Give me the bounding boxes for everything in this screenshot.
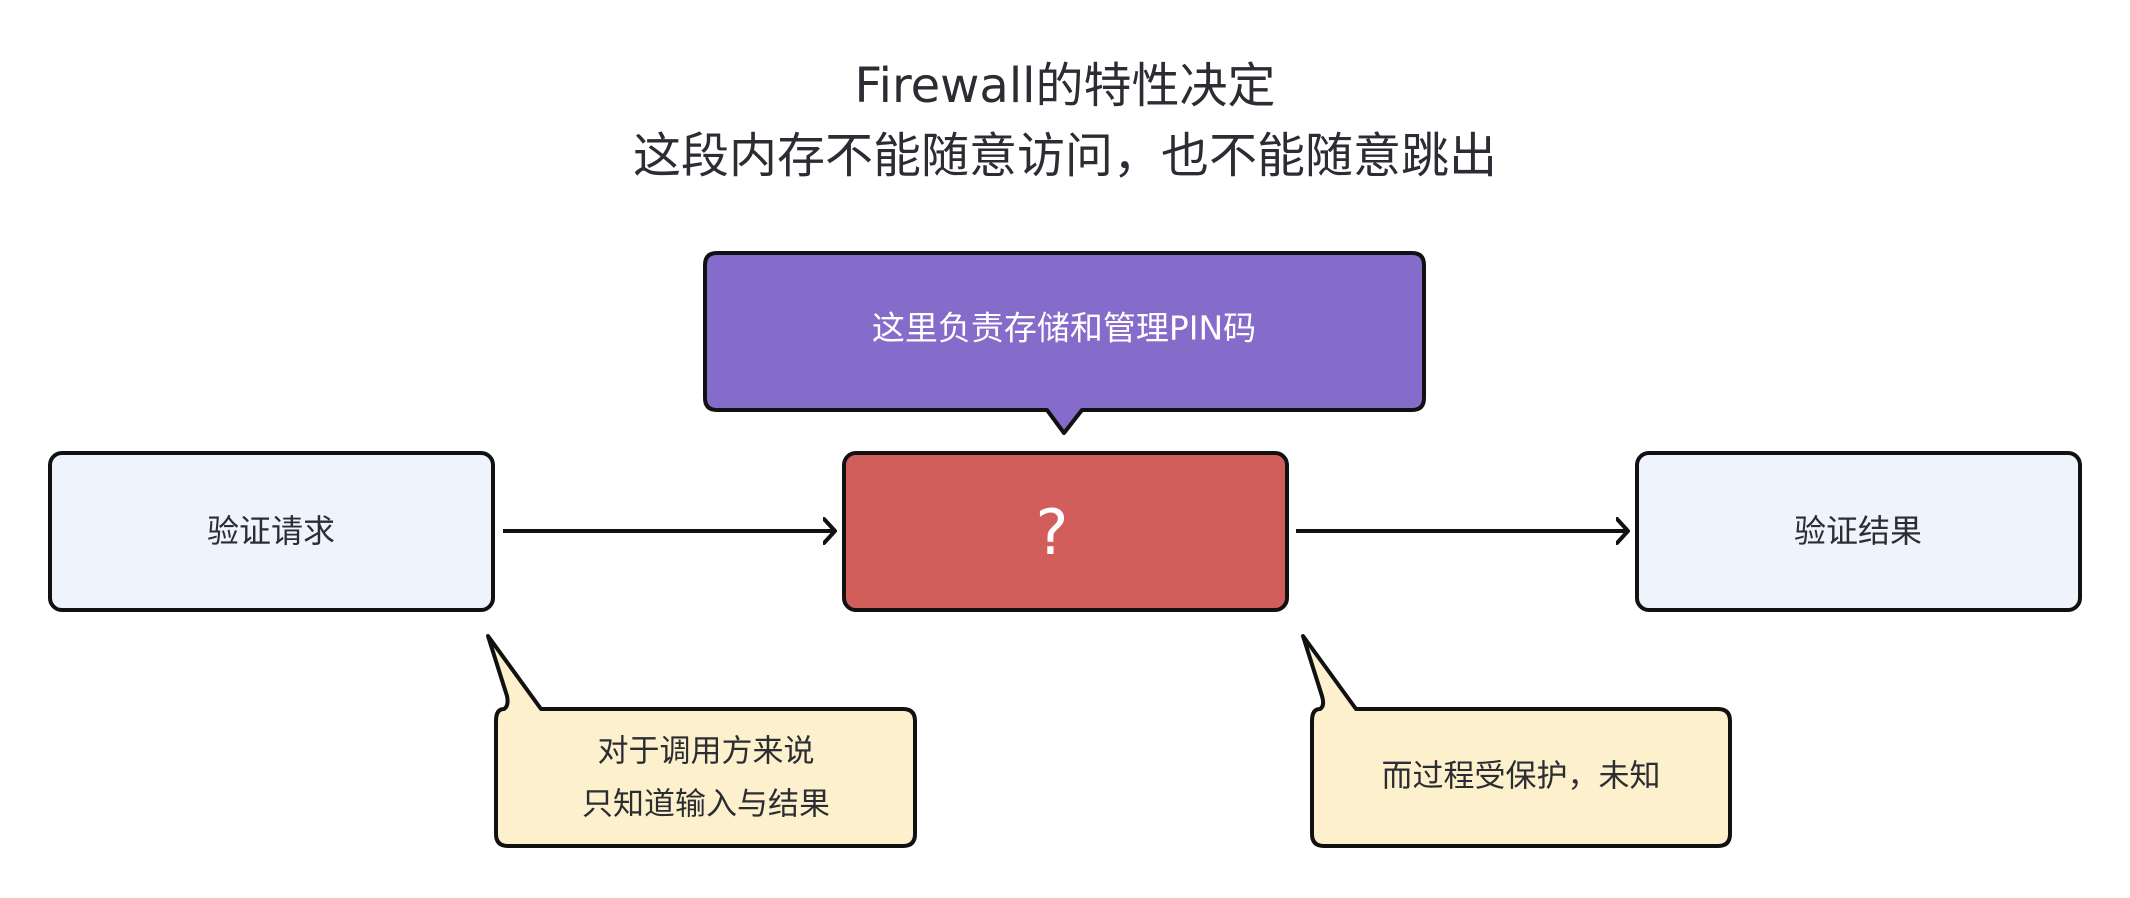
pin-note-shape: [703, 251, 1426, 435]
caller-view-line-1: 对于调用方来说: [598, 734, 815, 770]
process-view-line-1: 而过程受保护，未知: [1382, 759, 1661, 795]
process-view-callout: 而过程受保护，未知: [1301, 634, 1732, 848]
pin-note-label: 这里负责存储和管理PIN码: [872, 309, 1256, 348]
unknown-process-label: ?: [1036, 496, 1069, 569]
title-line-1: Firewall的特性决定: [854, 58, 1276, 114]
verify-result-label: 验证结果: [1794, 512, 1922, 550]
caller-view-callout-shape: [486, 634, 917, 848]
pin-storage-note: 这里负责存储和管理PIN码: [703, 251, 1426, 435]
verify-result-node: 验证结果: [1635, 451, 2082, 612]
verify-request-box: [48, 451, 495, 612]
title-line-2: 这段内存不能随意访问，也不能随意跳出: [632, 128, 1497, 184]
verify-request-node: 验证请求: [48, 451, 495, 612]
process-view-callout-shape: [1301, 634, 1732, 848]
firewall-core-box: [842, 451, 1289, 612]
caller-view-callout: 对于调用方来说 只知道输入与结果: [486, 634, 917, 848]
caller-view-line-2: 只知道输入与结果: [582, 787, 830, 823]
verify-result-box: [1635, 451, 2082, 612]
verify-request-label: 验证请求: [207, 512, 335, 550]
firewall-core-node: ?: [842, 451, 1289, 612]
